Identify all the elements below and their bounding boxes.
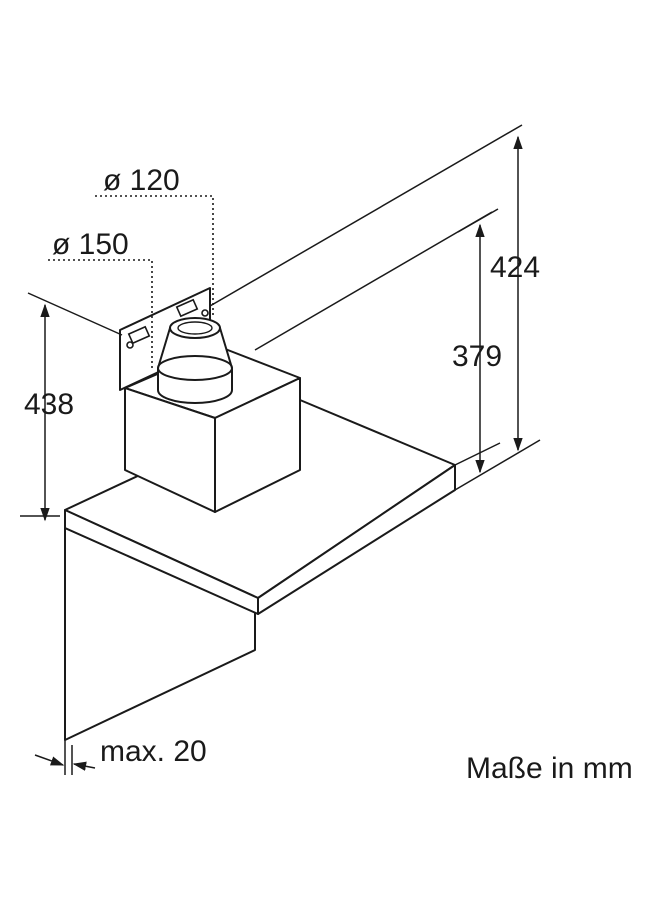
ext-line-438-top (27, 292, 123, 336)
bracket-slot (175, 298, 199, 318)
units-note: Maße in mm (466, 752, 633, 785)
height-438-label: 438 (24, 388, 75, 421)
dimension-lines (20, 124, 541, 775)
bracket-hole (201, 309, 209, 317)
diameter-leaders (48, 195, 214, 368)
duct-lower-body (157, 368, 233, 404)
ext-line-424-top (209, 124, 523, 307)
bracket-slots (126, 298, 209, 349)
ext-line-424-bottom (454, 439, 541, 491)
dim-line-gap-right (72, 761, 96, 771)
duct-lower-rim (157, 355, 233, 381)
duct-inner-ring (177, 321, 213, 335)
ext-line-379-bottom (454, 442, 501, 466)
bracket-hole (126, 341, 134, 349)
chimney-side (214, 377, 301, 513)
duct-top-opening (169, 317, 221, 339)
diameter-150-label: ø 150 (52, 228, 129, 261)
dim-line-gap-left (34, 754, 65, 766)
leader-150 (48, 259, 153, 368)
height-424-label: 424 (490, 251, 541, 284)
diameter-120-label: ø 120 (103, 164, 180, 197)
gap-max-label: max. 20 (100, 735, 207, 768)
ext-line-379-top (254, 211, 493, 351)
hood-body (64, 287, 456, 741)
duct-collar (157, 317, 233, 404)
ext-line-379-top-short (457, 208, 499, 233)
height-379-label: 379 (452, 340, 503, 373)
bracket-slot (127, 325, 151, 345)
